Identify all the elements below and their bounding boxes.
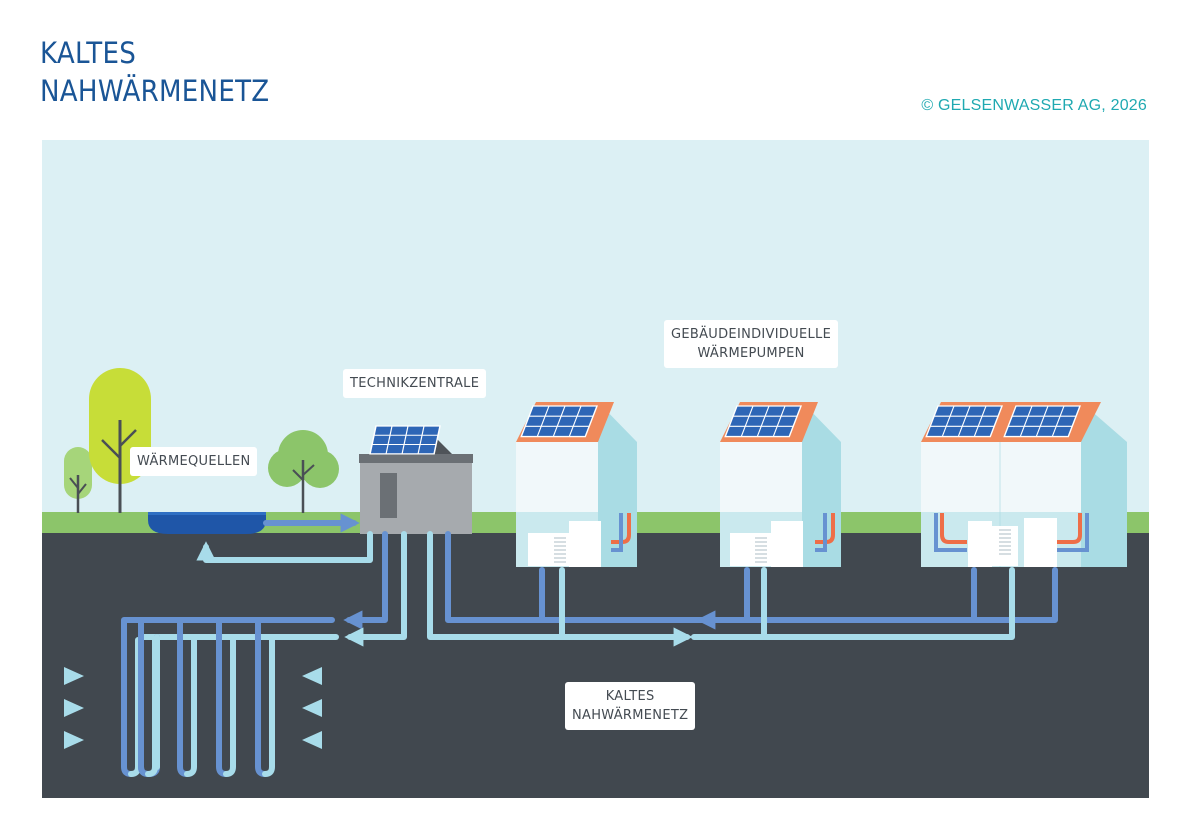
title-line-2: NAHWÄRMENETZ — [40, 74, 270, 108]
house-1 — [516, 402, 637, 567]
ground — [42, 533, 1149, 798]
network-diagram — [42, 140, 1149, 798]
center-pipes — [196, 513, 1058, 647]
technical-center-building — [359, 425, 473, 534]
house-2 — [720, 402, 841, 567]
house-3-double — [921, 402, 1127, 567]
borehole-probes — [121, 617, 339, 777]
label-heat-pumps: GEBÄUDEINDIVIDUELLE WÄRMEPUMPEN — [664, 320, 839, 368]
copyright-notice: © GELSENWASSER AG, 2026 — [921, 97, 1147, 114]
page-title: KALTES NAHWÄRMENETZ — [40, 34, 269, 110]
label-cold-local-heating-network: KALTES NAHWÄRMENETZ — [565, 682, 696, 730]
pond-icon — [148, 513, 266, 534]
label-technical-center: TECHNIKZENTRALE — [343, 369, 487, 398]
label-heat-sources: WÄRMEQUELLEN — [130, 447, 258, 476]
ground-heat-arrows — [64, 667, 322, 749]
title-line-1: KALTES — [40, 36, 137, 70]
tree-round-icon — [268, 430, 339, 513]
tree-small-icon — [64, 447, 92, 513]
